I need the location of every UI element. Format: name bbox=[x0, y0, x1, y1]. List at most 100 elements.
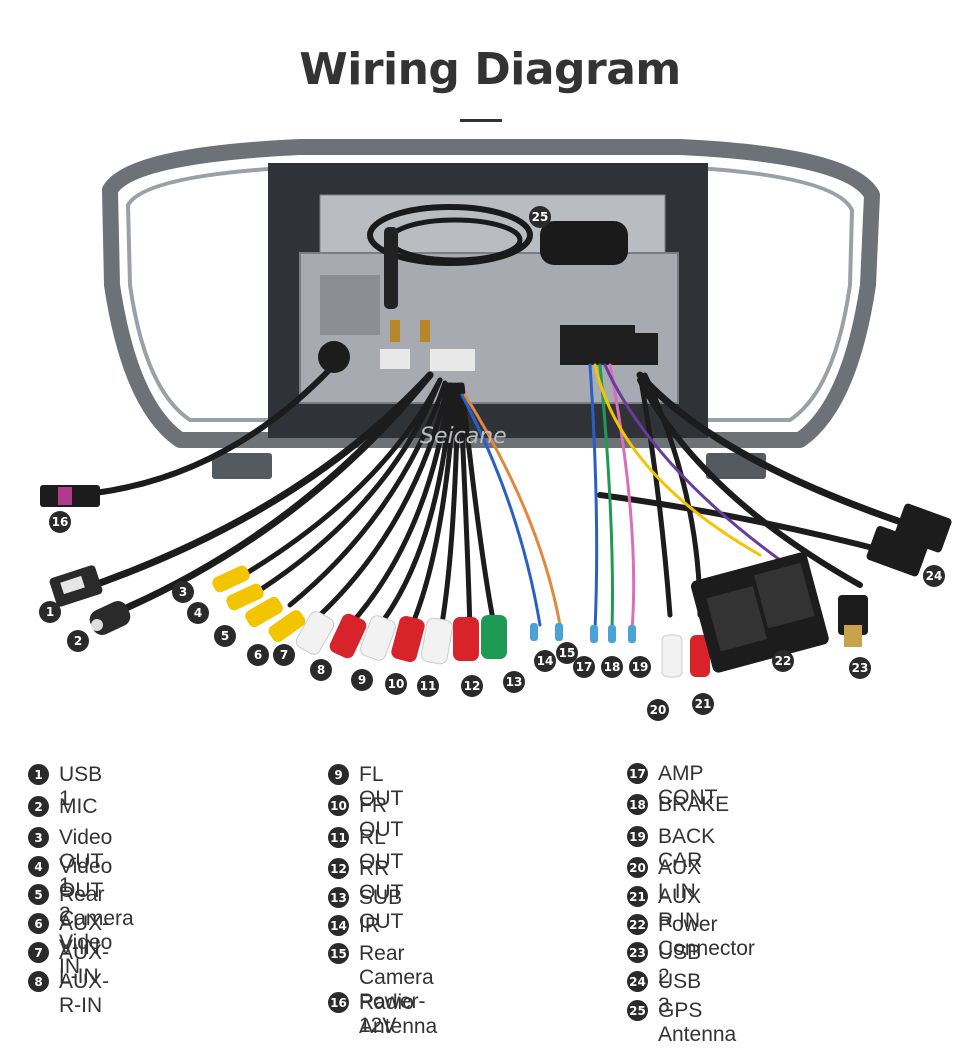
usb2-usb3-plugs bbox=[838, 503, 952, 647]
callout-21: 21 bbox=[692, 693, 714, 715]
svg-text:14: 14 bbox=[537, 654, 554, 668]
legend-item: 20 AUX L IN bbox=[627, 856, 701, 904]
number-badge: 3 bbox=[28, 827, 49, 848]
colored-wires bbox=[460, 363, 782, 632]
callout-15: 15 bbox=[556, 642, 578, 664]
number-badge: 21 bbox=[627, 886, 648, 907]
legend-label: GPS Antenna bbox=[658, 999, 737, 1046]
legend-label: BACK CAR bbox=[658, 825, 716, 872]
svg-text:11: 11 bbox=[420, 679, 437, 693]
callout-8: 8 bbox=[310, 659, 332, 681]
legend-label: SUB OUT bbox=[359, 886, 404, 933]
svg-text:17: 17 bbox=[576, 660, 593, 674]
wiring-diagram-illustration: Seicane 1 2 3 4 5 6 7 8 9 10 11 12 13 14… bbox=[39, 139, 952, 721]
callout-2: 2 bbox=[67, 630, 89, 652]
number-badge: 20 bbox=[627, 857, 648, 878]
legend-label: AUX-R-IN bbox=[59, 970, 110, 1017]
svg-text:15: 15 bbox=[559, 646, 576, 660]
legend-item: 21 AUX R IN bbox=[627, 885, 701, 933]
wire-tips bbox=[530, 623, 636, 643]
number-badge: 6 bbox=[28, 913, 49, 934]
number-badge: 8 bbox=[28, 971, 49, 992]
number-badge: 1 bbox=[28, 764, 49, 785]
number-badge: 10 bbox=[328, 795, 349, 816]
callout-23: 23 bbox=[849, 657, 871, 679]
callout-19: 19 bbox=[629, 656, 651, 678]
legend-label: Rear Camera Power-12V bbox=[359, 942, 434, 1037]
svg-text:1: 1 bbox=[46, 605, 54, 619]
legend-label: RL OUT bbox=[359, 826, 404, 873]
callout-18: 18 bbox=[601, 656, 623, 678]
callout-6: 6 bbox=[247, 644, 269, 666]
callout-5: 5 bbox=[214, 625, 236, 647]
number-badge: 15 bbox=[328, 943, 349, 964]
svg-text:7: 7 bbox=[280, 648, 288, 662]
svg-text:18: 18 bbox=[604, 660, 621, 674]
number-badge: 5 bbox=[28, 884, 49, 905]
legend-label: USB 2 bbox=[658, 941, 702, 988]
title-underline bbox=[460, 119, 502, 122]
legend-label: USB 3 bbox=[658, 970, 702, 1017]
gps-antenna bbox=[367, 204, 628, 309]
callout-4: 4 bbox=[187, 602, 209, 624]
legend-label: Video OUT 2 bbox=[59, 855, 113, 926]
number-badge: 4 bbox=[28, 856, 49, 877]
legend-label: Video OUT 1 bbox=[59, 826, 113, 897]
svg-text:23: 23 bbox=[852, 661, 869, 675]
svg-text:16: 16 bbox=[52, 515, 69, 529]
legend-item: 10 FR OUT bbox=[328, 794, 403, 842]
callout-9: 9 bbox=[351, 669, 373, 691]
legend-label: FL OUT bbox=[359, 763, 404, 810]
callout-10: 10 bbox=[385, 673, 407, 695]
usb1-mic-plugs bbox=[49, 565, 131, 635]
svg-text:13: 13 bbox=[506, 675, 523, 689]
number-badge: 18 bbox=[627, 794, 648, 815]
number-badge: 14 bbox=[328, 915, 349, 936]
number-badge: 25 bbox=[627, 1000, 648, 1021]
legend-item: 11 RL OUT bbox=[328, 826, 403, 874]
number-badge: 2 bbox=[28, 796, 49, 817]
number-badge: 23 bbox=[627, 942, 648, 963]
legend-item: 1 USB 1 bbox=[28, 763, 102, 811]
svg-text:10: 10 bbox=[388, 677, 405, 691]
callout-badges: 1 2 3 4 5 6 7 8 9 10 11 12 13 14 15 16 1… bbox=[39, 206, 945, 721]
callout-14: 14 bbox=[534, 650, 556, 672]
svg-text:22: 22 bbox=[775, 654, 792, 668]
legend-label: USB 1 bbox=[59, 763, 103, 810]
legend-label: IR bbox=[359, 914, 380, 937]
legend-item: 8 AUX-R-IN bbox=[28, 970, 109, 1018]
legend-item: 3 Video OUT 1 bbox=[28, 826, 112, 898]
legend-label: AUX L IN bbox=[658, 856, 702, 903]
callout-7: 7 bbox=[273, 644, 295, 666]
callout-17: 17 bbox=[573, 656, 595, 678]
legend-label: AUX-L-IN bbox=[59, 941, 110, 988]
legend-label: AUX R IN bbox=[658, 885, 702, 932]
cable-bundle bbox=[76, 362, 944, 638]
legend-item: 14 IR bbox=[328, 914, 380, 938]
legend-label: FR OUT bbox=[359, 794, 404, 841]
number-badge: 11 bbox=[328, 827, 349, 848]
legend-label: Power Connector bbox=[658, 913, 755, 960]
svg-text:12: 12 bbox=[464, 679, 481, 693]
watermark-text: Seicane bbox=[420, 424, 507, 449]
legend-label: Radio Antenna bbox=[359, 991, 438, 1038]
callout-20: 20 bbox=[647, 699, 669, 721]
legend-item: 4 Video OUT 2 bbox=[28, 855, 112, 927]
svg-text:3: 3 bbox=[179, 585, 187, 599]
svg-text:24: 24 bbox=[926, 569, 943, 583]
svg-text:19: 19 bbox=[632, 660, 649, 674]
callout-22: 22 bbox=[772, 650, 794, 672]
callout-3: 3 bbox=[172, 581, 194, 603]
callout-11: 11 bbox=[417, 675, 439, 697]
svg-text:25: 25 bbox=[532, 210, 549, 224]
svg-text:5: 5 bbox=[221, 629, 229, 643]
